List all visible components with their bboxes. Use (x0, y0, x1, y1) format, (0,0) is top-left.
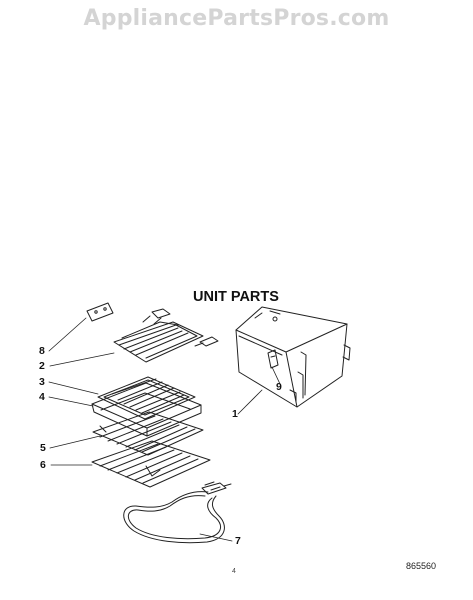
leader-line-8 (49, 318, 86, 351)
part-5-oven-rack-upper[interactable] (93, 412, 203, 455)
leader-line-7 (200, 534, 232, 541)
callout-1[interactable]: 1 (232, 408, 238, 420)
part-1-oven-cavity[interactable] (236, 307, 350, 407)
callout-6[interactable]: 6 (40, 459, 46, 471)
leader-line-9 (272, 367, 280, 384)
leader-line-2 (50, 353, 114, 366)
callout-8[interactable]: 8 (39, 345, 45, 357)
callout-9[interactable]: 9 (276, 381, 282, 393)
part-3-broiler-grid[interactable] (98, 377, 195, 419)
leader-line-5 (50, 436, 100, 448)
watermark-text: AppliancePartsPros.com (83, 6, 390, 31)
callout-5[interactable]: 5 (40, 442, 46, 454)
page-mark: 4 (232, 568, 236, 575)
callout-2[interactable]: 2 (39, 360, 45, 372)
diagram-title: UNIT PARTS (193, 289, 279, 305)
part-7-bake-element[interactable] (124, 482, 231, 543)
callout-4[interactable]: 4 (39, 391, 45, 403)
leader-line-4 (49, 397, 93, 406)
part-8-plate[interactable] (87, 303, 113, 321)
part-2-broil-element[interactable] (114, 309, 218, 362)
part-6-oven-rack-lower[interactable] (92, 441, 210, 487)
part-9-cavity-bracket[interactable] (268, 350, 278, 368)
callout-7[interactable]: 7 (235, 535, 241, 547)
leader-line-3 (49, 382, 98, 394)
diagram-number: 865560 (406, 561, 437, 571)
leader-line-1 (238, 390, 262, 414)
callout-3[interactable]: 3 (39, 376, 45, 388)
